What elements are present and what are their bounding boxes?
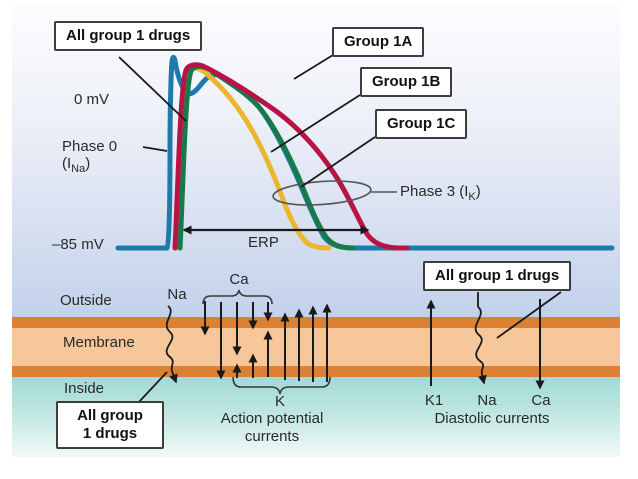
erp-label: ERP — [248, 234, 279, 251]
outside-label: Outside — [60, 292, 112, 309]
callout-all-group-right: All group 1 drugs — [423, 261, 572, 291]
phase3-ellipse — [272, 180, 372, 206]
phase0-current-sub: Na — [71, 163, 86, 175]
group-1c-pointer-line — [300, 136, 376, 188]
ca-right-label: Ca — [531, 392, 551, 409]
top-callout-line — [118, 56, 187, 122]
callout-all-group-top: All group 1 drugs — [54, 21, 203, 51]
minus-85mv-label: –85 mV — [52, 236, 104, 253]
ca-brace — [202, 289, 273, 305]
action-potential-line1: Action potential — [220, 410, 324, 427]
action-potential-line2: currents — [244, 428, 300, 445]
membrane-label: Membrane — [63, 334, 135, 351]
callout-all-group-bottom-line1: All group — [77, 407, 143, 424]
k-bracket-label: K — [274, 393, 286, 410]
callout-all-group-right-label: All group 1 drugs — [435, 267, 560, 284]
phase0-label: Phase 0 (INa) — [62, 138, 117, 178]
diastolic-currents-label: Diastolic currents — [434, 410, 550, 427]
phase3-current-sub: K — [468, 191, 476, 203]
callout-group-1c: Group 1C — [375, 109, 468, 139]
action-potential-currents-label: Action potential currents — [221, 410, 324, 446]
phase0-text: Phase 0 — [62, 138, 118, 155]
bottom-left-callout-line — [138, 371, 168, 403]
group-1b-label: Group 1B — [372, 73, 441, 90]
membrane-inner-edge — [12, 366, 620, 377]
callout-group-1a: Group 1A — [332, 27, 425, 57]
phase3-text: Phase 3 (I — [400, 183, 469, 200]
phase0-current-open: (I — [62, 155, 72, 172]
phase0-pointer-line — [142, 146, 168, 152]
membrane-outer-edge — [12, 317, 620, 328]
callout-all-group-bottom: All group 1 drugs — [56, 401, 164, 449]
phase3-current-close: ) — [475, 183, 481, 200]
group-1b-pointer-line — [270, 94, 361, 153]
callout-group-1b: Group 1B — [360, 67, 453, 97]
na-channel-left — [165, 305, 178, 384]
group-1a-label: Group 1A — [344, 33, 413, 50]
zero-mv-label: 0 mV — [74, 91, 110, 108]
membrane-band — [12, 328, 620, 366]
k1-label: K1 — [424, 392, 444, 409]
k-brace — [232, 376, 331, 395]
group-1c-label: Group 1C — [387, 115, 456, 132]
group-1a-pointer-line — [293, 54, 334, 80]
ca-bracket-label: Ca — [229, 271, 249, 288]
callout-all-group-top-label: All group 1 drugs — [66, 27, 191, 44]
na-top-label: Na — [167, 286, 187, 303]
callout-all-group-bottom-line2: 1 drugs — [82, 425, 138, 442]
right-callout-diagonal-line — [496, 291, 562, 339]
na-channel-right — [474, 306, 487, 385]
phase0-current-close: ) — [85, 155, 91, 172]
phase3-label: Phase 3 (IK) — [400, 183, 481, 206]
inside-label: Inside — [64, 380, 105, 397]
na-right-label: Na — [477, 392, 497, 409]
